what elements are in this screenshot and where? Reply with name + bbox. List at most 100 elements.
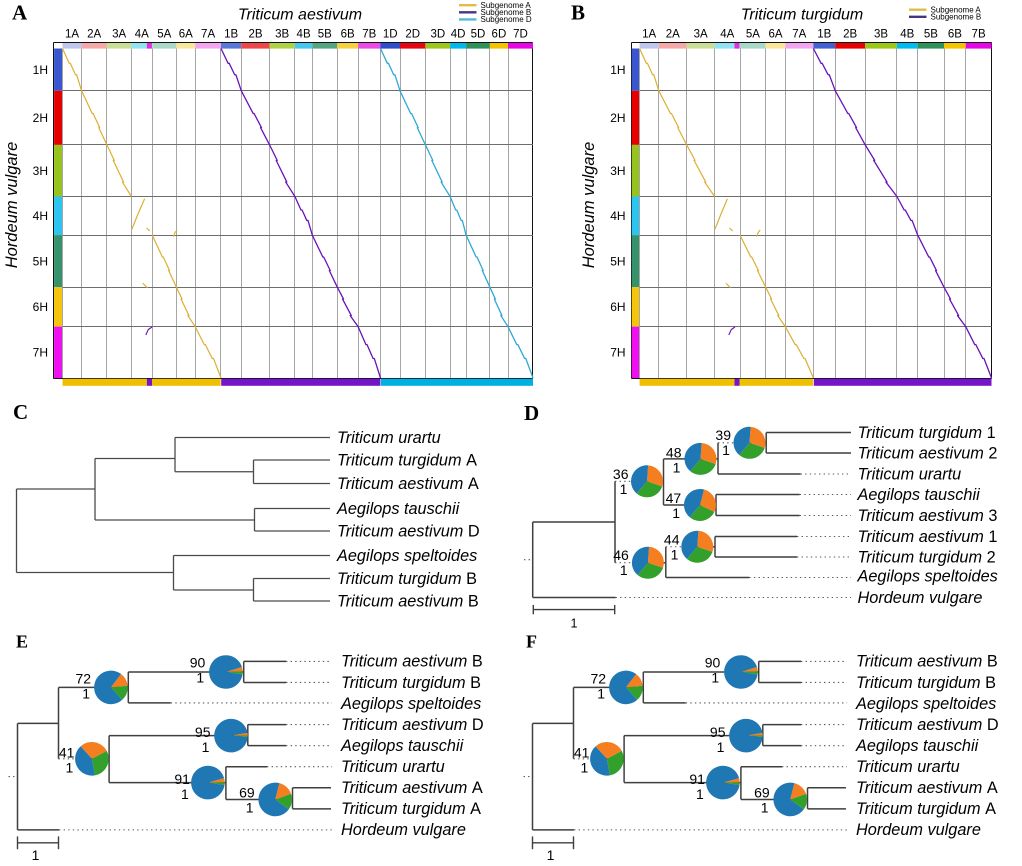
svg-text:2B: 2B [843, 29, 857, 41]
svg-text:47: 47 [666, 490, 682, 506]
svg-text:Triticum aestivum D: Triticum aestivum D [337, 522, 480, 540]
svg-text:C: C [13, 400, 28, 424]
svg-text:Aegilops tauschii: Aegilops tauschii [336, 500, 460, 518]
svg-text:7B: 7B [362, 29, 376, 41]
svg-text:1: 1 [581, 760, 589, 776]
svg-text:1H: 1H [33, 63, 48, 77]
svg-text:Triticum aestivum A: Triticum aestivum A [341, 779, 483, 797]
svg-text:72: 72 [76, 671, 92, 687]
svg-text:5B: 5B [318, 29, 332, 41]
svg-text:Hordeum vulgare: Hordeum vulgare [580, 142, 598, 269]
svg-text:1: 1 [202, 739, 210, 755]
svg-text:5H: 5H [33, 254, 48, 268]
svg-text:69: 69 [754, 785, 770, 801]
svg-text:5D: 5D [471, 29, 486, 41]
svg-text:3B: 3B [275, 29, 289, 41]
svg-text:7H: 7H [33, 346, 48, 360]
svg-text:7A: 7A [201, 29, 215, 41]
svg-text:Subgenome A: Subgenome A [931, 6, 982, 15]
svg-text:4A: 4A [720, 29, 734, 41]
svg-text:Triticum turgidum A: Triticum turgidum A [341, 800, 481, 818]
svg-text:6D: 6D [492, 29, 507, 41]
svg-text:B: B [571, 1, 585, 25]
svg-text:5B: 5B [924, 29, 938, 41]
svg-text:91: 91 [174, 771, 190, 787]
svg-text:5A: 5A [157, 29, 171, 41]
svg-text:1A: 1A [65, 29, 79, 41]
svg-text:E: E [16, 632, 28, 652]
svg-text:1: 1 [246, 800, 254, 816]
svg-text:46: 46 [613, 547, 629, 563]
svg-text:5A: 5A [746, 29, 760, 41]
svg-text:4B: 4B [297, 29, 311, 41]
svg-text:Triticum turgidum A: Triticum turgidum A [337, 451, 477, 469]
svg-text:72: 72 [591, 671, 607, 687]
svg-text:7D: 7D [513, 29, 528, 41]
svg-text:1: 1 [671, 547, 679, 563]
svg-text:90: 90 [705, 655, 721, 671]
svg-text:Aegilops speltoides: Aegilops speltoides [857, 567, 998, 585]
svg-text:Triticum aestivum A: Triticum aestivum A [337, 475, 479, 493]
svg-text:Hordeum vulgare: Hordeum vulgare [3, 142, 21, 269]
svg-text:44: 44 [664, 532, 680, 548]
svg-text:A: A [12, 1, 28, 25]
svg-text:6B: 6B [948, 29, 962, 41]
svg-text:7H: 7H [610, 346, 625, 360]
svg-text:1: 1 [66, 760, 74, 776]
svg-text:1H: 1H [610, 63, 625, 77]
svg-text:1: 1 [571, 617, 578, 631]
svg-text:1: 1 [717, 739, 725, 755]
svg-text:1: 1 [32, 847, 40, 861]
svg-text:4A: 4A [135, 29, 149, 41]
svg-text:3D: 3D [430, 29, 445, 41]
svg-text:Triticum urartu: Triticum urartu [337, 429, 441, 447]
svg-text:Triticum aestivum B: Triticum aestivum B [856, 653, 998, 671]
svg-text:4H: 4H [33, 209, 48, 223]
svg-text:Triticum urartu: Triticum urartu [856, 758, 960, 776]
svg-text:Triticum urartu: Triticum urartu [858, 465, 962, 483]
svg-text:5H: 5H [610, 254, 625, 268]
svg-text:1: 1 [673, 460, 681, 476]
svg-text:36: 36 [613, 466, 629, 482]
svg-text:1A: 1A [642, 29, 656, 41]
svg-text:1: 1 [672, 505, 680, 521]
svg-text:Triticum turgidum B: Triticum turgidum B [341, 674, 481, 692]
svg-text:Aegilops tauschii: Aegilops tauschii [857, 486, 981, 504]
svg-text:95: 95 [195, 724, 211, 740]
svg-text:Subgenome B: Subgenome B [931, 13, 982, 22]
svg-text:Aegilops tauschii: Aegilops tauschii [340, 737, 464, 755]
svg-text:2H: 2H [610, 111, 625, 125]
svg-text:Triticum aestivum B: Triticum aestivum B [337, 592, 479, 610]
svg-text:Triticum aestivum: Triticum aestivum [238, 7, 362, 24]
svg-text:2D: 2D [405, 29, 420, 41]
svg-text:2H: 2H [33, 111, 48, 125]
svg-text:Triticum turgidum B: Triticum turgidum B [856, 674, 996, 692]
svg-text:6A: 6A [179, 29, 193, 41]
svg-text:Hordeum vulgare: Hordeum vulgare [858, 589, 983, 607]
svg-text:1: 1 [722, 442, 730, 458]
svg-text:91: 91 [689, 771, 705, 787]
svg-text:Triticum urartu: Triticum urartu [341, 758, 445, 776]
svg-text:1: 1 [181, 786, 189, 802]
svg-text:Subgenome A: Subgenome A [481, 1, 532, 10]
svg-text:Triticum turgidum B: Triticum turgidum B [337, 570, 477, 588]
svg-text:41: 41 [59, 745, 75, 761]
svg-text:Subgenome B: Subgenome B [481, 8, 532, 17]
svg-text:1B: 1B [817, 29, 831, 41]
svg-text:2A: 2A [87, 29, 101, 41]
svg-text:48: 48 [666, 445, 682, 461]
svg-text:Triticum aestivum 1: Triticum aestivum 1 [858, 528, 998, 546]
svg-text:2B: 2B [248, 29, 262, 41]
svg-text:95: 95 [710, 724, 726, 740]
svg-text:3H: 3H [33, 164, 48, 178]
svg-text:1: 1 [696, 786, 704, 802]
svg-text:Triticum aestivum 2: Triticum aestivum 2 [858, 444, 998, 462]
svg-text:Triticum aestivum A: Triticum aestivum A [856, 779, 998, 797]
svg-text:90: 90 [190, 655, 206, 671]
svg-text:2A: 2A [666, 29, 680, 41]
svg-text:1D: 1D [383, 29, 398, 41]
svg-text:39: 39 [715, 427, 731, 443]
svg-text:6B: 6B [341, 29, 355, 41]
svg-text:D: D [524, 401, 539, 425]
svg-text:6H: 6H [33, 300, 48, 314]
